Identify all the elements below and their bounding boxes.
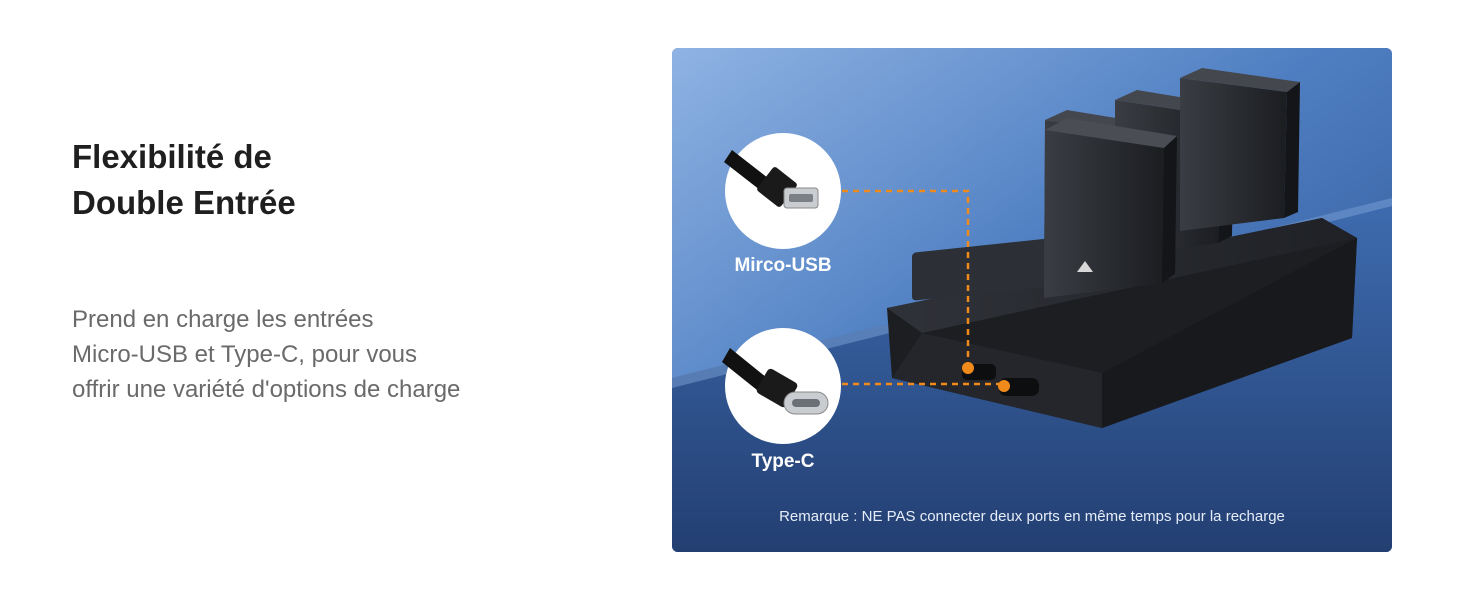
description-line-2: Micro-USB et Type-C, pour vous [72, 341, 418, 368]
usb-c-port-marker [998, 380, 1010, 392]
feature-description: Prend en charge les entrées Micro-USB et… [72, 302, 592, 407]
charger-illustration [672, 48, 1392, 552]
title-line-2: Double Entrée [72, 184, 296, 221]
battery-3 [1180, 68, 1300, 231]
battery-front [1044, 118, 1177, 298]
micro-usb-connector-icon [724, 133, 841, 249]
page-title: Flexibilité de Double Entrée [72, 134, 296, 226]
warning-note: Remarque : NE PAS connecter deux ports e… [779, 508, 1285, 525]
micro-usb-label: Mirco-USB [734, 255, 832, 276]
type-c-label: Type-C [751, 451, 815, 472]
micro-usb-port-marker [962, 362, 974, 374]
product-image-panel: Mirco-USB Type-C Remarque : NE PAS conne… [672, 48, 1392, 552]
usb-c-connector-icon [722, 328, 841, 444]
description-line-3: offrir une variété d'options de charge [72, 376, 461, 403]
charger-base [887, 218, 1357, 428]
connector-lines [842, 189, 1004, 386]
description-line-1: Prend en charge les entrées [72, 306, 374, 333]
title-line-1: Flexibilité de [72, 138, 272, 175]
